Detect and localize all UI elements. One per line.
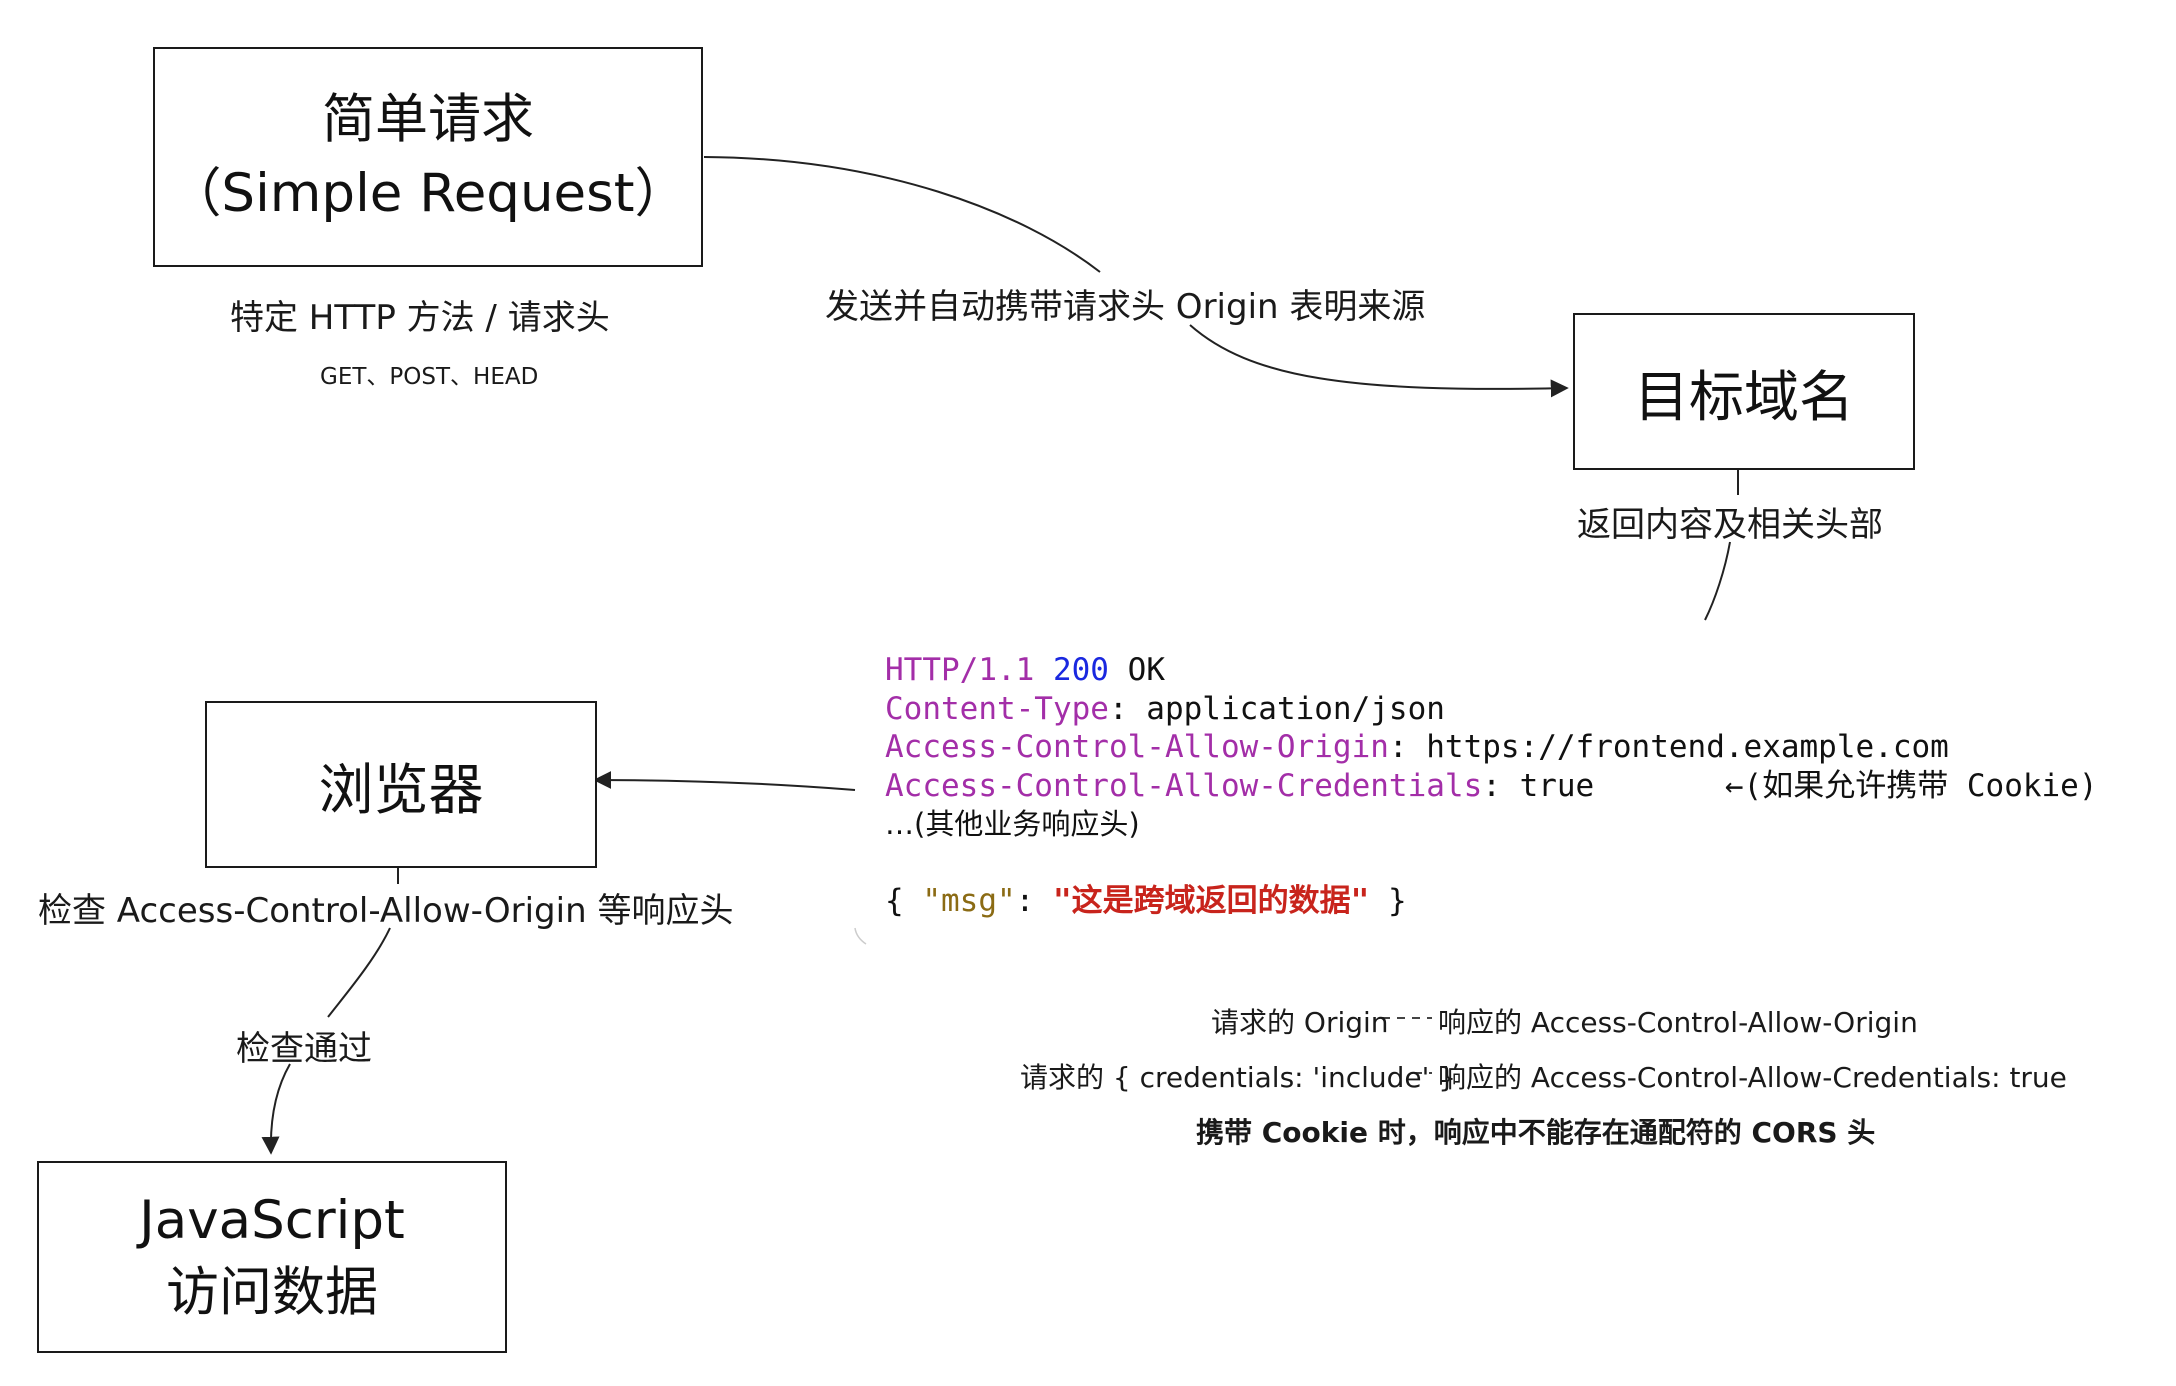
check-passed-label: 检查通过 bbox=[236, 1029, 372, 1069]
javascript-subtitle: 访问数据 bbox=[166, 1262, 378, 1323]
content-type-key: Content-Type bbox=[885, 690, 1109, 727]
status-protocol: HTTP/1.1 bbox=[885, 652, 1035, 688]
simple-request-subtitle: （Simple Request） bbox=[168, 163, 688, 224]
return-edge-label: 返回内容及相关头部 bbox=[1577, 505, 1883, 545]
response-to-browser-arrow bbox=[593, 771, 856, 791]
return-content-connector bbox=[1704, 469, 1739, 621]
origin-mapping-right: 响应的 Access-Control-Allow-Origin bbox=[1438, 1006, 1918, 1039]
simple-request-node: 简单请求 （Simple Request） bbox=[153, 47, 703, 267]
content-type-line: Content-Type: application/json bbox=[885, 690, 1445, 727]
allow-origin-value: https://frontend.example.com bbox=[1426, 729, 1949, 765]
check-headers-label: 检查 Access-Control-Allow-Origin 等响应头 bbox=[38, 891, 734, 931]
status-line: HTTP/1.1 200 OK bbox=[885, 651, 2098, 690]
simple-request-title: 简单请求 bbox=[322, 89, 534, 150]
credentials-note: ←(如果允许携带 Cookie) bbox=[1724, 767, 2098, 804]
body-close-brace: } bbox=[1388, 883, 1407, 919]
code-panel-corner bbox=[854, 927, 867, 945]
cookie-wildcard-warning: 携带 Cookie 时，响应中不能存在通配符的 CORS 头 bbox=[1196, 1116, 1876, 1149]
allow-origin-key: Access-Control-Allow-Origin bbox=[885, 729, 1389, 765]
send-edge-label: 发送并自动携带请求头 Origin 表明来源 bbox=[825, 287, 1426, 327]
send-request-arrow bbox=[703, 156, 1567, 389]
content-type-value: application/json bbox=[1146, 690, 1445, 727]
methods-list: GET、POST、HEAD bbox=[320, 364, 539, 390]
allow-credentials-key: Access-Control-Allow-Credentials bbox=[885, 767, 1483, 804]
origin-mapping-left: 请求的 Origin bbox=[1211, 1006, 1389, 1039]
body-value: "这是跨域返回的数据" bbox=[1053, 883, 1370, 919]
credentials-mapping-right: 响应的 Access-Control-Allow-Credentials: tr… bbox=[1438, 1061, 2067, 1094]
allow-credentials-line: Access-Control-Allow-Credentials: true ←… bbox=[885, 767, 2098, 804]
browser-node: 浏览器 bbox=[205, 701, 597, 868]
status-code: 200 bbox=[1052, 652, 1109, 688]
javascript-node: JavaScript 访问数据 bbox=[37, 1161, 507, 1353]
target-domain-label: 目标域名 bbox=[1633, 364, 1854, 429]
blank-line bbox=[885, 844, 2098, 883]
status-text: OK bbox=[1127, 652, 1165, 688]
credentials-mapping-left: 请求的 { credentials: 'include' } bbox=[1020, 1061, 1457, 1094]
target-domain-node: 目标域名 bbox=[1573, 313, 1915, 470]
browser-label: 浏览器 bbox=[318, 757, 484, 822]
body-open-brace: { bbox=[885, 883, 904, 919]
allow-origin-line: Access-Control-Allow-Origin: https://fro… bbox=[885, 729, 1949, 765]
check-connector bbox=[327, 866, 399, 1018]
http-response-block: HTTP/1.1 200 OK Content-Type: applicatio… bbox=[885, 651, 2098, 921]
body-key: "msg" bbox=[922, 883, 1016, 919]
body-line: { "msg": "这是跨域返回的数据" } bbox=[885, 883, 1407, 919]
check-passed-arrow bbox=[261, 1063, 291, 1155]
allow-credentials-value: true bbox=[1519, 767, 1595, 804]
other-headers-line: …(其他业务响应头) bbox=[885, 807, 1140, 841]
methods-title: 特定 HTTP 方法 / 请求头 bbox=[230, 298, 610, 338]
javascript-title: JavaScript bbox=[139, 1190, 405, 1251]
